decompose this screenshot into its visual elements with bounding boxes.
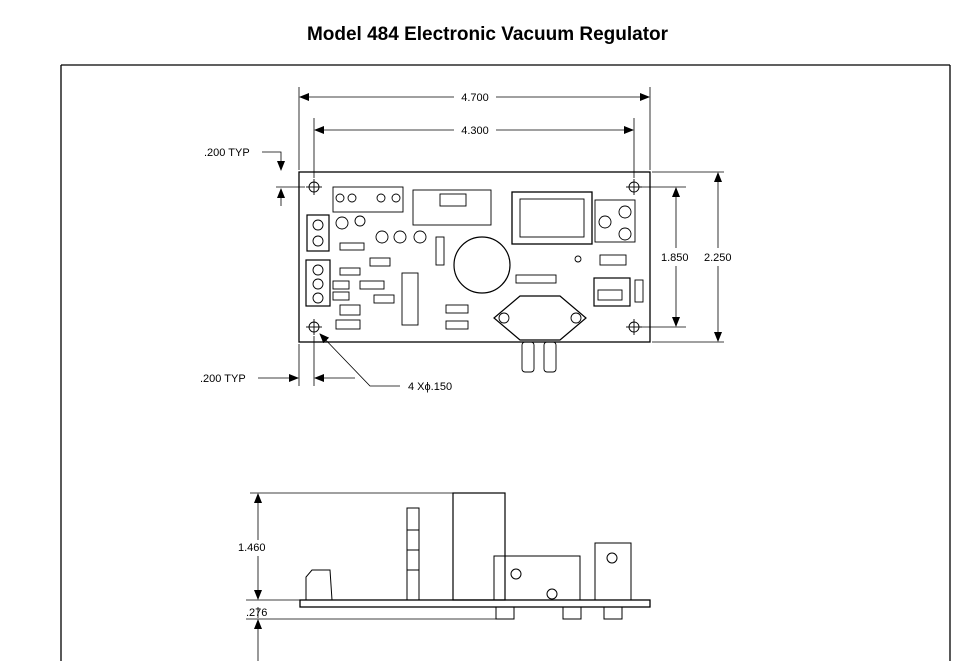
dim-side-base-height: .276 xyxy=(246,607,267,619)
dim-hole-spacing-height: 1.850 xyxy=(661,252,689,264)
pcb-components xyxy=(305,186,644,373)
pcb-side-view xyxy=(299,492,651,620)
dim-overall-height: 2.250 xyxy=(704,252,732,264)
extension-lines xyxy=(276,87,724,386)
dim-hole-spacing-width: 4.300 xyxy=(461,125,489,137)
side-dimension-lines xyxy=(246,492,500,661)
drawing-title: Model 484 Electronic Vacuum Regulator xyxy=(306,24,669,45)
dim-edge-offset-left: .200 TYP xyxy=(200,373,246,385)
mounting-holes xyxy=(306,179,642,335)
dim-edge-offset-top: .200 TYP xyxy=(204,147,250,159)
dim-side-total-height: 1.460 xyxy=(238,542,266,554)
dim-overall-width: 4.700 xyxy=(461,92,489,104)
pcb-top-view xyxy=(298,171,651,343)
dim-mount-holes: 4 Xϕ.150 xyxy=(408,381,452,393)
drawing-border xyxy=(60,64,951,661)
dimension-lines xyxy=(258,93,722,387)
